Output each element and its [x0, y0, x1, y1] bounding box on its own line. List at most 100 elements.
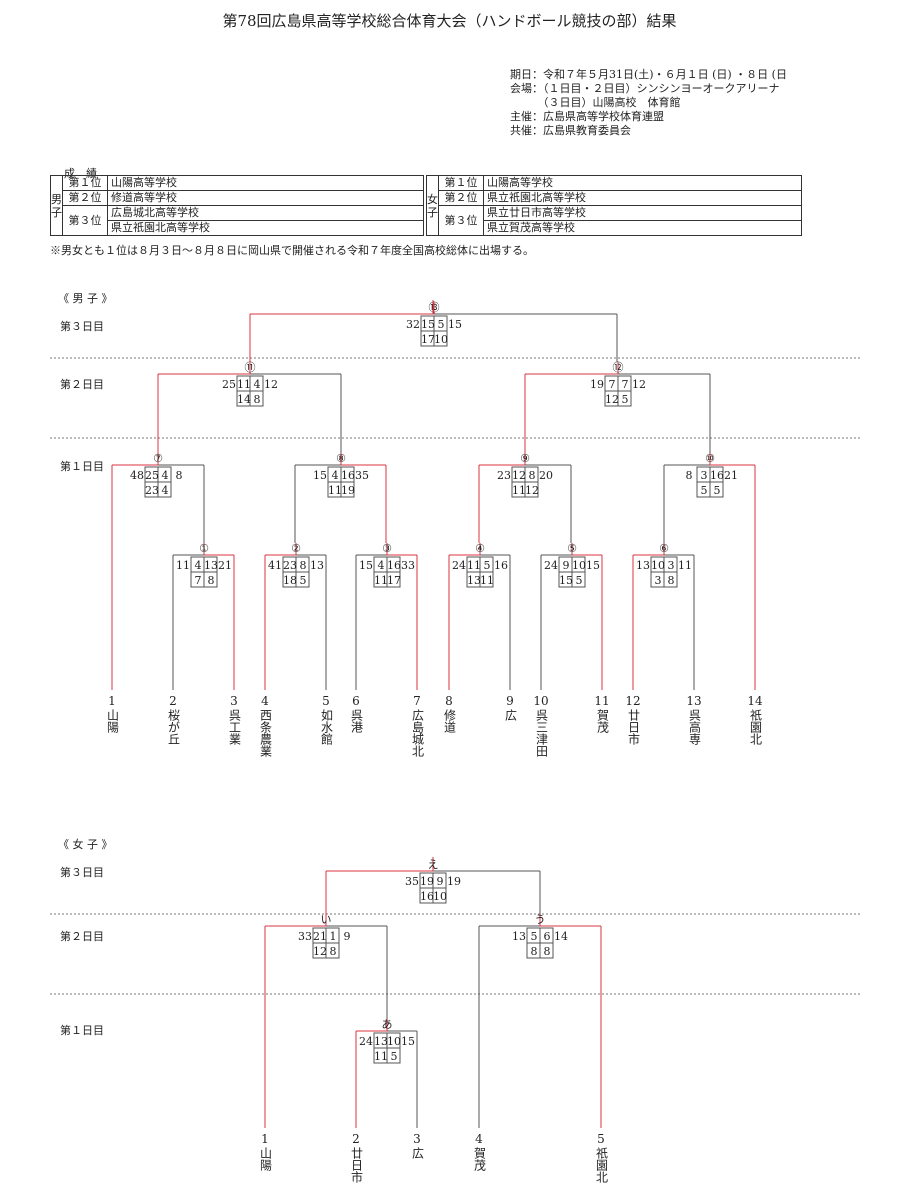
boys-match-9-match-label: ⑨	[520, 452, 530, 465]
boys-match-12-score-h2-left: 12	[605, 393, 619, 406]
boys-match-10-score-total-left: 8	[686, 469, 693, 482]
girls-match-3-score-h1-right: 6	[544, 930, 551, 943]
boys-match-7-match-label: ⑦	[153, 452, 163, 465]
girls-match-2-score-h1-left: 21	[313, 930, 327, 943]
boys-match-4-score-box	[466, 556, 494, 588]
team-number: 3	[413, 1132, 421, 1146]
girls-match-1-score-h2-left: 11	[374, 1050, 388, 1063]
boys-match-4-score-h1-left: 11	[467, 559, 481, 572]
boys-match-7-score-h1-left: 25	[145, 469, 159, 482]
boys-match-2-score-h2-left: 18	[283, 574, 297, 587]
girls-match-1-match-label: あ	[382, 1018, 393, 1031]
team-number: 5	[597, 1132, 605, 1146]
boys-match-2-score-total-left: 41	[268, 559, 282, 572]
girls-match-4-score-h2-right: 10	[433, 890, 447, 903]
boys-match-8-match-label: ⑧	[336, 452, 346, 465]
girls-day1-label: 第１日目	[60, 1024, 104, 1037]
boys-match-2-score-box	[282, 556, 310, 588]
boys-match-13-score-total-right: 15	[448, 318, 462, 331]
boys-match-6-score-h1-left: 10	[651, 559, 665, 572]
boys-match-11-score-h2-left: 14	[237, 393, 251, 406]
rank: 第３位	[438, 205, 484, 236]
boys-match-12-score-box	[604, 375, 632, 407]
girls-match-2-score-total-left: 33	[298, 930, 312, 943]
boys-match-7-score-total-right: 8	[176, 469, 183, 482]
boys-match-3-score-h1-left: 4	[378, 559, 385, 572]
boys-match-1-score-box	[190, 556, 218, 588]
girls-results-table: 女子 第１位 山陽高等学校 第２位 県立祇園北高等学校 第３位 県立廿日市高等学…	[426, 175, 802, 236]
boys-match-13-score-h1-right: 5	[438, 318, 445, 331]
boys-match-4-score-h2-right: 11	[480, 574, 494, 587]
boys-match-6-score-box	[650, 556, 678, 588]
info-date: 期日：令和７年５月31日(土)・６月１日 (日) ・８日 (日	[510, 68, 787, 81]
boys-match-12-score-total-left: 19	[590, 378, 604, 391]
boys-match-2-score-h1-left: 23	[283, 559, 297, 572]
boys-match-3-match-label: ③	[382, 542, 392, 555]
girls-section-label: 《 女 子 》	[58, 838, 113, 851]
boys-match-6-score-h2-right: 8	[668, 574, 675, 587]
team-name: 祇園北	[594, 1147, 609, 1183]
boys-match-7-score-h1-right: 4	[162, 469, 169, 482]
team-number: 3	[230, 694, 238, 708]
boys-match-10-score-box	[696, 466, 724, 498]
boys-match-4-score-total-right: 16	[494, 559, 508, 572]
boys-match-4-score-h2-left: 13	[467, 574, 481, 587]
team-number: 1	[108, 694, 116, 708]
school: 山陽高等学校	[107, 175, 424, 191]
team-name: 廿日市	[349, 1147, 364, 1183]
girls-match-4-score-total-left: 35	[405, 875, 419, 888]
girls-match-1-score-box	[373, 1032, 401, 1064]
team-number: 1	[261, 1132, 269, 1146]
boys-match-7-score-h2-left: 23	[145, 484, 159, 497]
note: ※男女とも１位は８月３日～８月８日に岡山県で開催される令和７年度全国高校総体に出…	[50, 244, 534, 257]
boys-match-3-score-total-left: 15	[359, 559, 373, 572]
page-title: 第78回広島県高等学校総合体育大会（ハンドボール競技の部）結果	[222, 12, 677, 30]
boys-day3-label: 第３日目	[60, 320, 104, 333]
school: 県立祇園北高等学校	[107, 220, 424, 236]
girls-match-4-score-box	[419, 872, 447, 904]
boys-match-5-score-h1-left: 9	[563, 559, 570, 572]
team-name: 呉三津田	[534, 709, 549, 757]
girls-match-4-score-h2-left: 16	[420, 890, 434, 903]
team-number: 4	[261, 694, 269, 708]
info-cosponsor: 共催：広島県教育委員会	[510, 124, 631, 137]
boys-match-13-match-label: ⑬	[429, 301, 440, 314]
info-venue-day3: （３日目）山陽高校 体育館	[510, 96, 681, 109]
team-number: 4	[475, 1132, 483, 1146]
boys-match-6-score-h1-right: 3	[668, 559, 675, 572]
boys-match-13-score-total-left: 32	[406, 318, 420, 331]
boys-match-6-score-total-left: 13	[636, 559, 650, 572]
team-name: 賀茂	[472, 1147, 487, 1171]
boys-match-4-score-h1-right: 5	[484, 559, 491, 572]
boys-match-6-score-total-right: 11	[678, 559, 692, 572]
girls-match-1-score-total-right: 15	[401, 1035, 415, 1048]
boys-match-1-match-label: ①	[199, 542, 209, 555]
team-number: 13	[686, 694, 702, 708]
boys-match-8-score-total-right: 35	[355, 469, 369, 482]
boys-match-2-score-total-right: 13	[310, 559, 324, 572]
boys-day1-label: 第１日目	[60, 460, 104, 473]
boys-match-8-score-h2-left: 11	[328, 484, 342, 497]
girls-match-2-score-total-right: 9	[344, 930, 351, 943]
boys-match-9-score-h2-left: 11	[512, 484, 526, 497]
boys-match-10-score-h1-right: 16	[710, 469, 724, 482]
boys-match-8-score-h2-right: 19	[341, 484, 355, 497]
boys-match-1-score-total-right: 21	[218, 559, 232, 572]
boys-match-8-score-total-left: 15	[313, 469, 327, 482]
team-name: 賀茂	[595, 709, 610, 733]
boys-match-10-match-label: ⑩	[705, 452, 715, 465]
boys-match-1-score-h1-right: 13	[204, 559, 218, 572]
team-number: 2	[169, 694, 177, 708]
boys-match-4-match-label: ④	[475, 542, 485, 555]
